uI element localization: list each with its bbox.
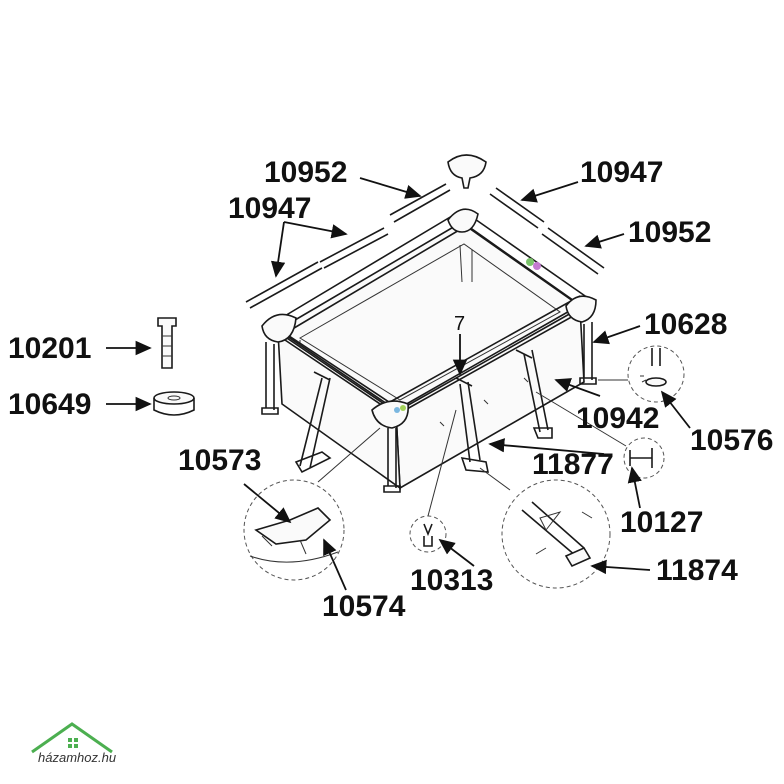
rail-piece-4 (489, 187, 545, 229)
label-10573: 10573 (178, 444, 261, 477)
detail-circles (243, 345, 685, 589)
loose-parts (153, 154, 605, 416)
rail-piece-3 (245, 261, 323, 309)
label-11874: 11874 (656, 554, 738, 587)
rail-piece-1 (389, 183, 451, 223)
detail-seal-circle (627, 345, 685, 403)
label-10201: 10201 (8, 332, 91, 365)
label-10947-top: 10947 (580, 156, 663, 189)
strut-left (294, 377, 332, 474)
rail-front-left (273, 325, 399, 417)
leg-front (383, 428, 401, 493)
leader-arrows (106, 177, 691, 591)
corner-cap-front (371, 400, 409, 429)
logo-text: házamhoz.hu (38, 750, 117, 765)
strut-right (523, 349, 553, 439)
valve-part (157, 317, 177, 369)
label-10576: 10576 (690, 424, 773, 457)
valve-cap-part (153, 391, 195, 405)
part-labels: 10952 10947 10947 10952 10628 10201 1064… (8, 156, 773, 623)
rail-back-right (461, 209, 589, 307)
rail-piece-5 (541, 227, 605, 275)
detail-corner-circle (243, 479, 345, 581)
corner-cap-left (261, 313, 297, 343)
strut-mid (459, 381, 489, 473)
detail-tjoint-circle (623, 437, 665, 479)
rail-piece-2 (319, 227, 389, 269)
label-10649: 10649 (8, 388, 91, 421)
detail-strut-circle (501, 479, 611, 589)
leg-right (579, 322, 597, 385)
pool-frame (261, 208, 597, 493)
label-10313: 10313 (410, 564, 493, 597)
top-corner-cap (447, 154, 487, 189)
label-7: 7 (454, 313, 465, 335)
label-10952-top: 10952 (264, 156, 347, 189)
label-10127: 10127 (620, 506, 703, 539)
label-10574: 10574 (322, 590, 406, 623)
label-10952-right: 10952 (628, 216, 711, 249)
label-11877: 11877 (532, 448, 614, 481)
house-logo-icon (31, 722, 113, 754)
corner-cap-back (447, 208, 479, 233)
label-10942: 10942 (576, 402, 659, 435)
label-10947-left: 10947 (228, 192, 311, 225)
label-10628: 10628 (644, 308, 727, 341)
rail-back-left (277, 209, 467, 335)
corner-cap-right (565, 295, 597, 323)
rail-front-right (389, 295, 585, 415)
leg-left (261, 342, 279, 415)
